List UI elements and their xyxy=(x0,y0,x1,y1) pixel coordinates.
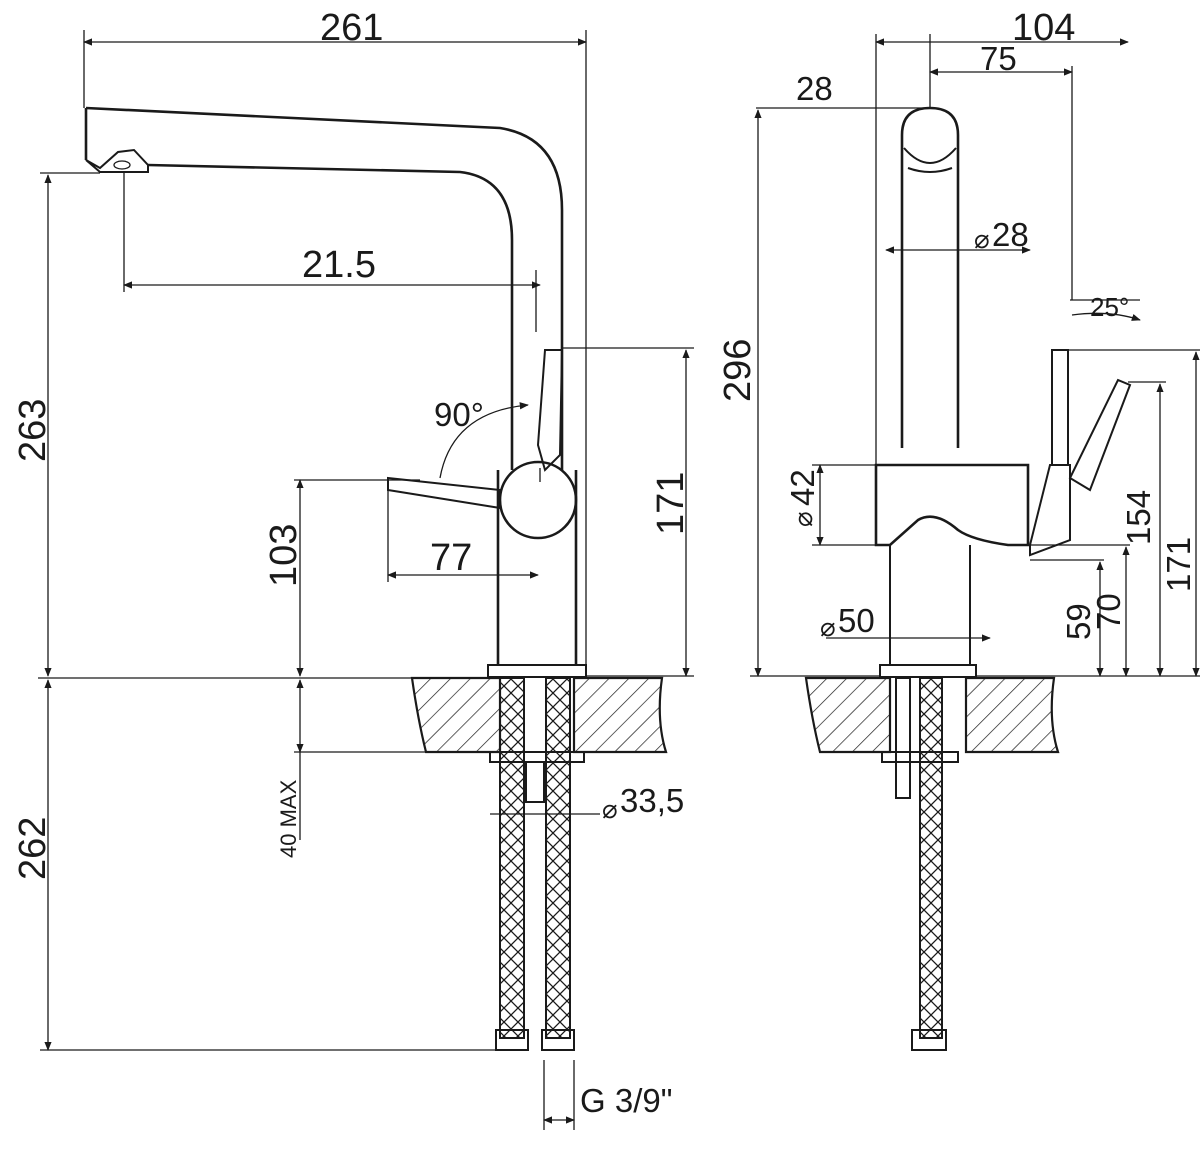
countertop-front-left xyxy=(804,676,892,754)
label-thread: G 3/9" xyxy=(580,1082,672,1119)
hose-front xyxy=(919,677,943,1039)
label-103: 103 xyxy=(263,524,305,587)
connector-front xyxy=(911,1029,947,1051)
nut-front xyxy=(881,751,959,763)
label-diam28: 28 xyxy=(992,216,1029,253)
diameter-symbol-28: ⌀ xyxy=(974,224,990,254)
label-296: 296 xyxy=(717,339,759,402)
label-90deg: 90° xyxy=(434,396,484,433)
handle-hub xyxy=(498,460,578,540)
base-plate-front xyxy=(879,664,977,678)
label-59: 59 xyxy=(1060,603,1097,640)
diameter-symbol-42: ⌀ xyxy=(788,511,818,527)
hose-connector-right xyxy=(541,1029,575,1051)
body-front xyxy=(874,463,1030,547)
hose-connector-left xyxy=(495,1029,529,1051)
aerator-outlet xyxy=(113,160,131,170)
body xyxy=(496,470,578,665)
label-261: 261 xyxy=(320,7,383,49)
diameter-symbol-50: ⌀ xyxy=(820,612,836,642)
label-215: 21.5 xyxy=(302,244,376,286)
label-77: 77 xyxy=(430,537,472,579)
label-diam42: 42 xyxy=(784,469,821,506)
label-25deg: 25° xyxy=(1090,292,1129,322)
lever-upright xyxy=(536,349,564,472)
angle-arc-90 xyxy=(439,402,529,479)
aerator xyxy=(85,148,149,173)
hose-left xyxy=(499,677,525,1039)
side-view: 261 21.5 263 262 103 77 171 90° 40 MAX ⌀… xyxy=(12,7,694,1130)
base-front xyxy=(889,545,971,665)
fixing-rod xyxy=(525,761,545,803)
base-plate xyxy=(487,664,587,678)
countertop-section-right xyxy=(572,676,668,754)
label-70: 70 xyxy=(1090,593,1127,630)
label-75: 75 xyxy=(980,40,1017,77)
label-40max: 40 MAX xyxy=(276,779,301,858)
angle-arc-25 xyxy=(1071,312,1141,321)
countertop-section-left xyxy=(410,676,502,754)
diameter-symbol: ⌀ xyxy=(602,794,618,824)
rod-front xyxy=(895,677,911,799)
lever-horizontal xyxy=(387,476,501,510)
spout-front xyxy=(900,106,960,448)
label-171-side: 171 xyxy=(650,472,692,535)
label-171-front: 171 xyxy=(1160,537,1197,592)
label-28-top: 28 xyxy=(796,70,833,107)
hose-right xyxy=(545,677,571,1039)
label-262: 262 xyxy=(12,817,54,880)
front-view: 104 75 28 ⌀ 28 296 ⌀ 42 ⌀ 50 25° 154 171… xyxy=(717,7,1200,1051)
spout-tip xyxy=(903,147,957,173)
spout-outline xyxy=(84,106,564,470)
label-diam50: 50 xyxy=(838,602,875,639)
lever-front-upright xyxy=(1051,349,1069,466)
label-104: 104 xyxy=(1012,7,1075,49)
countertop-front-right xyxy=(964,676,1060,754)
label-263: 263 xyxy=(12,399,54,462)
lever-front-tilted xyxy=(1068,378,1132,492)
label-335: 33,5 xyxy=(620,782,684,819)
label-154: 154 xyxy=(1120,490,1157,545)
lever-front-base xyxy=(1029,464,1071,557)
